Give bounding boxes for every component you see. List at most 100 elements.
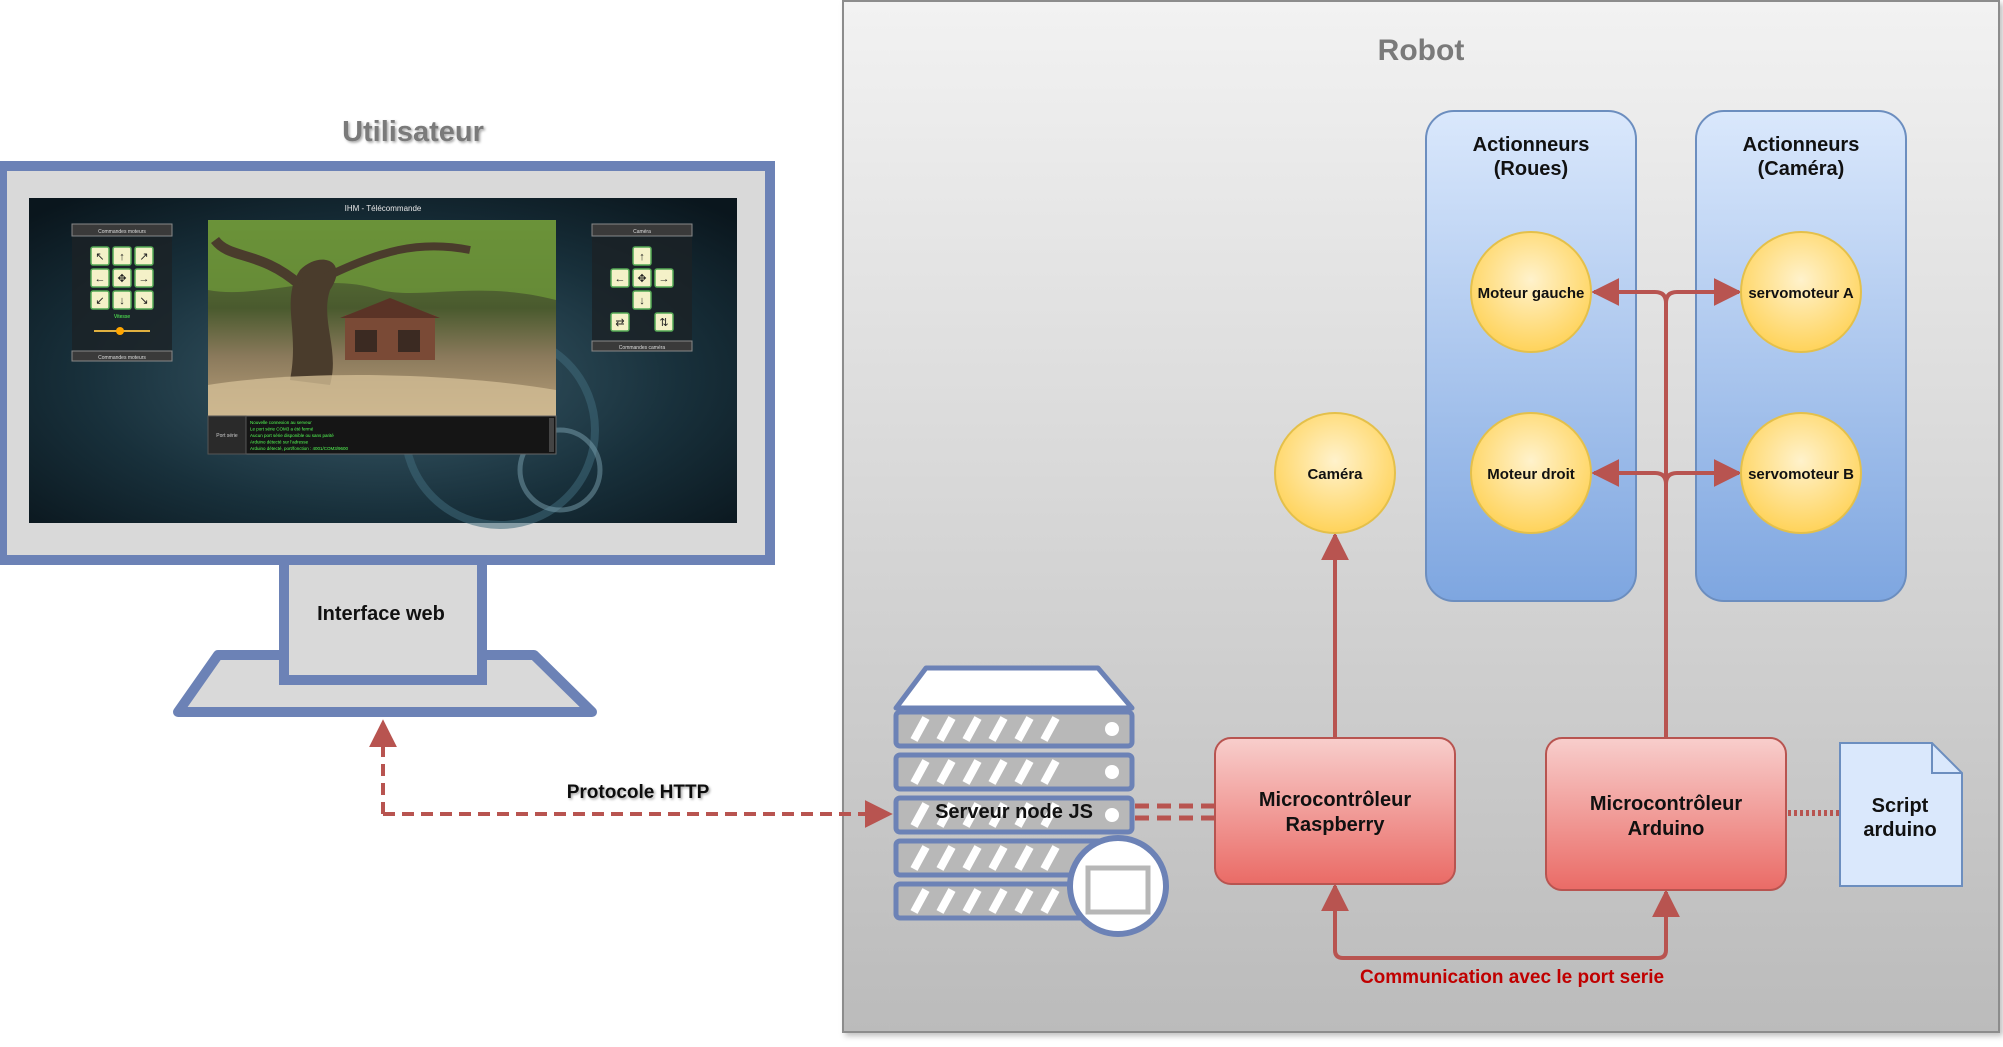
node-right-motor: Moteur droit — [1470, 412, 1592, 534]
camera-direction-button[interactable] — [654, 268, 674, 288]
robot-title: Robot — [1378, 34, 1465, 67]
camera-direction-button[interactable] — [610, 268, 630, 288]
status-led — [1105, 808, 1119, 822]
vent-slot — [910, 845, 930, 871]
motor-panel-header: Commandes moteurs — [98, 229, 146, 235]
camera-panel-header: Caméra — [633, 229, 651, 235]
vent-slot — [1040, 888, 1060, 914]
motor-direction-button[interactable] — [112, 290, 132, 310]
camera-direction-button[interactable] — [632, 268, 652, 288]
vent-slot — [962, 716, 982, 742]
log-line: Le port série COM3 a été fermé — [250, 427, 314, 432]
camera-label: Caméra — [1307, 466, 1363, 483]
right-motor-label: Moteur droit — [1487, 466, 1575, 483]
arrow-icon: ← — [615, 273, 626, 285]
status-led — [1105, 765, 1119, 779]
servo-a-label: servomoteur A — [1748, 285, 1853, 302]
vent-slot — [988, 802, 1008, 828]
arrow-icon: ↓ — [119, 295, 125, 307]
arrow-icon: ↙ — [95, 295, 104, 307]
vent-slot — [910, 759, 930, 785]
servo-b-label: servomoteur B — [1748, 466, 1854, 483]
actuator-connectors — [1321, 278, 1742, 960]
vent-slot — [936, 888, 956, 914]
raspberry-line1: Microcontrôleur — [1259, 789, 1411, 811]
vent-slot — [988, 716, 1008, 742]
arrow-icon: ↘ — [139, 295, 148, 307]
arrow-icon: ⇅ — [659, 317, 668, 329]
log-line: Nouvelle connexion au serveur — [250, 420, 312, 425]
arrow-icon: ↑ — [639, 251, 645, 263]
serial-log-panel: Port série Nouvelle connexion au serveur… — [207, 415, 557, 455]
status-led — [1105, 722, 1119, 736]
direction-pad: ↖↑↗←✥→↙↓↘ — [90, 246, 154, 310]
group-camera-line2: (Caméra) — [1758, 158, 1845, 180]
node-script-arduino: Script arduino — [1788, 742, 1963, 887]
node-arduino: Microcontrôleur Arduino — [1545, 737, 1787, 891]
script-line2: arduino — [1863, 819, 1936, 841]
arrow-icon: ⇄ — [615, 317, 624, 329]
camera-direction-button[interactable] — [632, 246, 652, 266]
arrow-icon: ✥ — [637, 273, 646, 285]
vent-slot — [936, 759, 956, 785]
group-camera-line1: Actionneurs — [1743, 134, 1860, 156]
node-camera: Caméra — [1274, 412, 1396, 534]
arduino-line2: Arduino — [1628, 818, 1705, 840]
node-raspberry: Microcontrôleur Raspberry — [1214, 737, 1456, 885]
vent-slot — [1014, 716, 1034, 742]
vent-slot — [1040, 845, 1060, 871]
vent-slot — [910, 888, 930, 914]
motor-direction-button[interactable] — [134, 246, 154, 266]
vent-slot — [1014, 802, 1034, 828]
camera-direction-button[interactable] — [632, 290, 652, 310]
monitor-label: Interface web — [317, 603, 445, 625]
vent-slot — [962, 802, 982, 828]
vent-slot — [936, 716, 956, 742]
vent-slot — [1040, 716, 1060, 742]
camera-direction-button[interactable] — [654, 312, 674, 332]
camera-command-panel: Caméra ↑ ← ✥ → ↓ ⇄ ⇅ Commandes caméra — [591, 223, 693, 352]
server-unit — [893, 752, 1135, 792]
node-servo-a: servomoteur A — [1740, 231, 1862, 353]
vent-slot — [988, 845, 1008, 871]
vent-slot — [1040, 759, 1060, 785]
arrow-icon: ↖ — [95, 251, 104, 263]
vent-slot — [936, 845, 956, 871]
motor-direction-button[interactable] — [134, 268, 154, 288]
log-line: Arduino détecté sur l'adresse — [250, 440, 309, 445]
video-feed — [208, 220, 556, 416]
vent-slot — [988, 759, 1008, 785]
server-unit — [893, 709, 1135, 749]
camera-panel-footer: Commandes caméra — [619, 345, 666, 351]
vent-slot — [936, 802, 956, 828]
motor-direction-button[interactable] — [90, 246, 110, 266]
arrow-icon: ↓ — [639, 295, 645, 307]
arrow-icon: ↗ — [139, 251, 148, 263]
user-title: Utilisateur — [342, 116, 484, 148]
speed-slider[interactable] — [116, 327, 124, 335]
arrow-icon: → — [659, 273, 670, 285]
serial-edge-label: Communication avec le port serie — [1360, 967, 1664, 988]
server-raspberry-link — [1135, 803, 1215, 821]
arrow-icon: ✥ — [117, 273, 126, 285]
node-servo-b: servomoteur B — [1740, 412, 1862, 534]
motor-direction-button[interactable] — [112, 268, 132, 288]
vent-slot — [962, 759, 982, 785]
vent-slot — [1014, 845, 1034, 871]
web-interface-screenshot: IHM - Télécommande Commandes moteurs ↖↑↗… — [29, 198, 737, 529]
log-line: Aucun port série disponible ou sans pari… — [250, 433, 334, 438]
motor-direction-button[interactable] — [90, 290, 110, 310]
left-motor-label: Moteur gauche — [1478, 285, 1585, 302]
group-wheels-line1: Actionneurs — [1473, 134, 1590, 156]
vent-slot — [1014, 888, 1034, 914]
motor-direction-button[interactable] — [112, 246, 132, 266]
arrow-icon: ↑ — [119, 251, 125, 263]
vent-slot — [962, 888, 982, 914]
document-icon — [1839, 742, 1963, 887]
node-left-motor: Moteur gauche — [1470, 231, 1592, 353]
vent-slot — [1040, 802, 1060, 828]
motor-direction-button[interactable] — [134, 290, 154, 310]
camera-direction-button[interactable] — [610, 312, 630, 332]
motor-direction-button[interactable] — [90, 268, 110, 288]
